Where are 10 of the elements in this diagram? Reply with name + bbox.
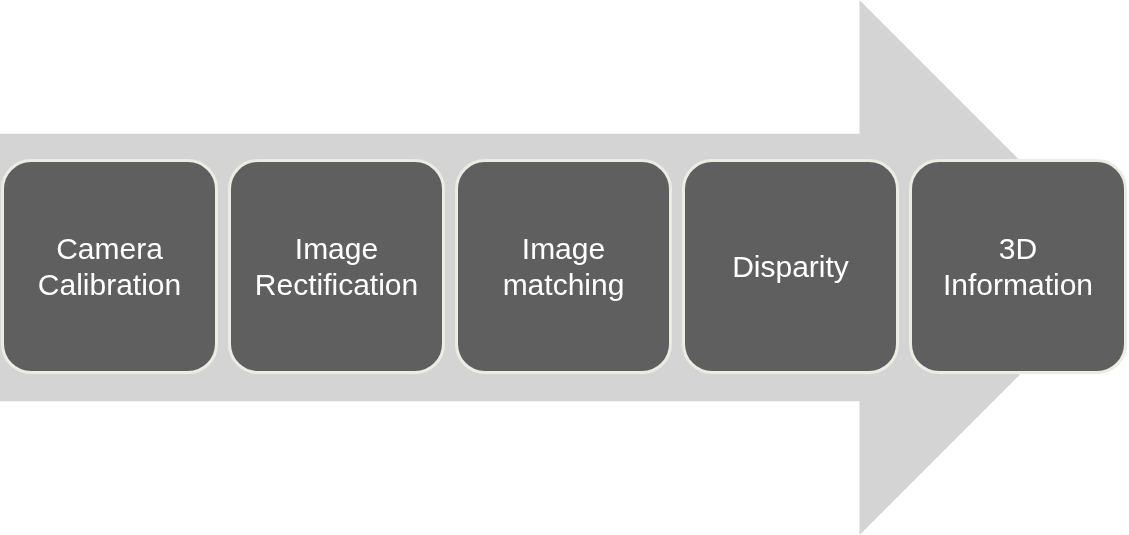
process-box: [909, 159, 1127, 374]
step-label: Image matching: [501, 230, 626, 303]
step-label: Camera Calibration: [36, 230, 183, 303]
step-label: 3D Information: [941, 230, 1095, 303]
process-box: [1, 159, 218, 374]
step-label: Disparity: [732, 248, 849, 285]
step-label: Image Rectification: [253, 230, 420, 303]
process-box: [228, 159, 445, 374]
process-box: [455, 159, 672, 374]
process-box: [682, 159, 899, 374]
